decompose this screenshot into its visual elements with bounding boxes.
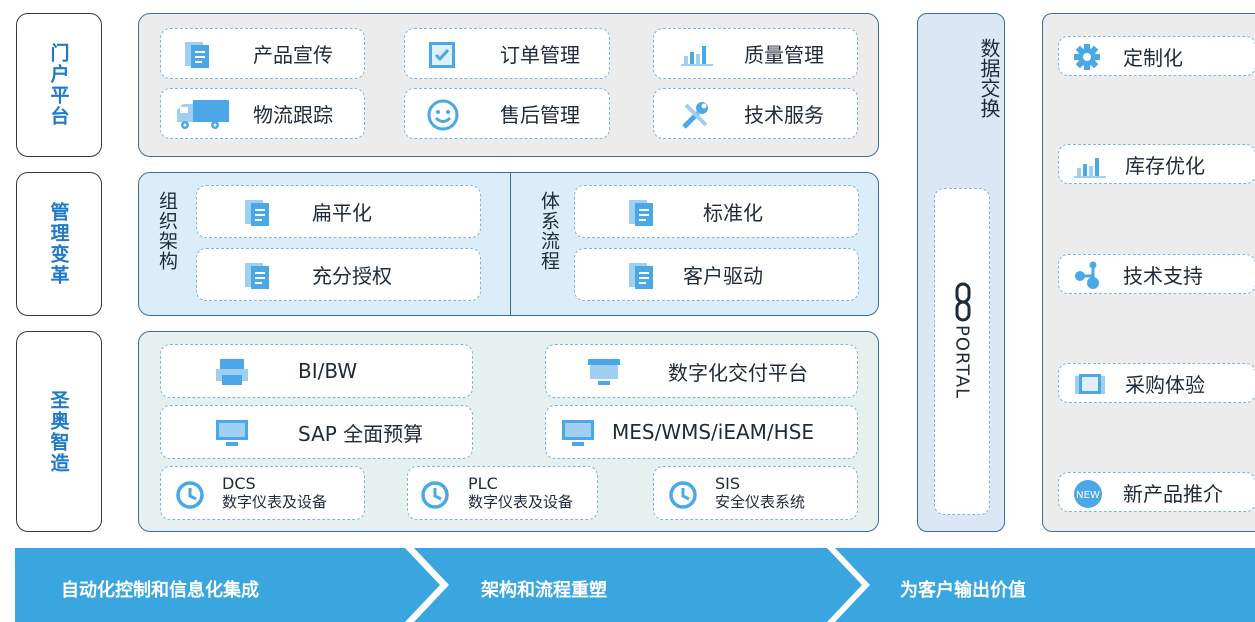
tile-bi-bw[interactable]: BI/BW [160,344,473,398]
customer-value-column: 定制化 库存优化 技术支持 采购体验 NEW 新产品推介 [1042,13,1255,532]
management-change-panel: 组织架构 体系流程 扁平化 充分授权 标准化 客户驱动 [138,172,879,316]
document-icon [629,263,653,289]
tile-plc[interactable]: PLC 数字仪表及设备 [407,466,598,520]
tile-subtitle: 数字仪表及设备 [468,493,574,511]
document-icon [245,200,269,226]
flow-step-architecture: 架构和流程重塑 [414,548,862,622]
tile-label: 标准化 [703,201,763,225]
value-new-product[interactable]: NEW 新产品推介 [1058,472,1255,512]
tile-mes-wms[interactable]: MES/WMS/iEAM/HSE [545,405,858,459]
tile-technical-service[interactable]: 技术服务 [653,88,858,139]
chain-link-icon [955,282,971,322]
tile-label: 技术服务 [744,103,824,127]
process-system-title: 体系流程 [538,191,560,271]
tile-dcs[interactable]: DCS 数字仪表及设备 [160,466,365,520]
portal-box[interactable]: PORTAL [934,188,990,515]
smiley-icon [427,99,459,131]
data-exchange-column: 数据交换 PORTAL [917,13,1005,532]
document-icon [245,263,269,289]
tile-flattening[interactable]: 扁平化 [196,185,481,238]
panel-divider [510,173,511,315]
tile-after-sales[interactable]: 售后管理 [404,88,610,139]
tile-title: PLC [468,474,498,493]
value-label: 库存优化 [1125,153,1205,178]
printer-icon [216,359,248,385]
tile-title: DCS [222,474,256,493]
tile-label: 充分授权 [312,264,392,288]
tile-label: 物流跟踪 [253,103,333,127]
data-exchange-title: 数据交换 [977,38,1001,118]
tile-label: SAP 全面预算 [298,421,424,446]
label-management-change: 管理变革 [16,172,102,316]
clock-icon [176,481,204,509]
network-icon [1075,261,1099,289]
checkbox-icon [429,42,455,68]
tile-standardization[interactable]: 标准化 [574,185,859,238]
flow-step-label: 自动化控制和信息化集成 [61,580,259,601]
tile-label: 产品宣传 [253,43,333,67]
gear-icon [1074,44,1100,70]
value-technical-support[interactable]: 技术支持 [1058,254,1255,294]
flow-step-customer-value: 为客户输出价值 [835,548,1255,622]
clock-icon [669,481,697,509]
clock-icon [421,481,449,509]
tile-quality-management[interactable]: 质量管理 [653,28,858,79]
tile-order-management[interactable]: 订单管理 [404,28,610,79]
org-structure-title: 组织架构 [156,191,178,271]
tile-digital-delivery[interactable]: 数字化交付平台 [545,344,858,398]
svg-text:NEW: NEW [1076,490,1100,501]
portal-platform-panel: 产品宣传 订单管理 质量管理 物流跟踪 [138,13,879,157]
value-label: 定制化 [1123,45,1183,70]
tile-customer-driven[interactable]: 客户驱动 [574,248,859,301]
new-badge-icon: NEW [1074,480,1102,508]
tile-logistics-tracking[interactable]: 物流跟踪 [160,88,365,139]
document-icon [629,200,653,226]
label-portal-text: 门户平台 [47,43,70,127]
value-customization[interactable]: 定制化 [1058,36,1255,76]
bar-chart-icon [1074,158,1106,178]
wrench-screwdriver-icon [682,102,708,129]
flow-step-label: 为客户输出价值 [900,580,1026,601]
value-label: 采购体验 [1125,372,1205,397]
tile-label: 售后管理 [500,103,580,127]
tile-label: MES/WMS/iEAM/HSE [612,420,815,444]
tile-label: 订单管理 [500,43,580,67]
monitor-icon [216,420,248,446]
value-label: 技术支持 [1123,263,1203,288]
tile-label: 扁平化 [312,201,372,225]
label-sao-text: 圣奥智造 [47,389,70,474]
value-label: 新产品推介 [1123,481,1223,506]
value-purchase-experience[interactable]: 采购体验 [1058,363,1255,403]
tile-subtitle: 安全仪表系统 [715,493,806,511]
value-inventory-optimization[interactable]: 库存优化 [1058,144,1255,184]
screen-icon [1075,374,1105,394]
smart-manufacturing-panel: BI/BW 数字化交付平台 SAP 全面预算 MES/WMS/iEAM/HSE [138,331,879,532]
tile-label: 客户驱动 [683,264,763,288]
tile-sis[interactable]: SIS 安全仪表系统 [653,466,858,520]
monitor-icon [588,359,620,385]
document-icon [185,42,209,68]
tile-subtitle: 数字仪表及设备 [222,493,328,511]
tile-label: BI/BW [298,359,358,383]
tile-full-authorization[interactable]: 充分授权 [196,248,481,301]
portal-label: PORTAL [951,325,973,400]
tile-title: SIS [715,474,741,493]
truck-icon [177,100,229,129]
tile-product-promotion[interactable]: 产品宣传 [160,28,365,79]
bar-chart-icon [681,46,713,66]
label-portal-platform: 门户平台 [16,13,102,157]
label-smart-manufacturing: 圣奥智造 [16,331,102,532]
flow-step-automation: 自动化控制和信息化集成 [15,548,440,622]
tile-label: 数字化交付平台 [668,360,808,385]
flow-step-label: 架构和流程重塑 [481,580,607,601]
tile-label: 质量管理 [744,43,824,67]
tile-sap-budget[interactable]: SAP 全面预算 [160,405,473,459]
label-management-text: 管理变革 [47,202,70,286]
monitor-icon [562,420,594,446]
